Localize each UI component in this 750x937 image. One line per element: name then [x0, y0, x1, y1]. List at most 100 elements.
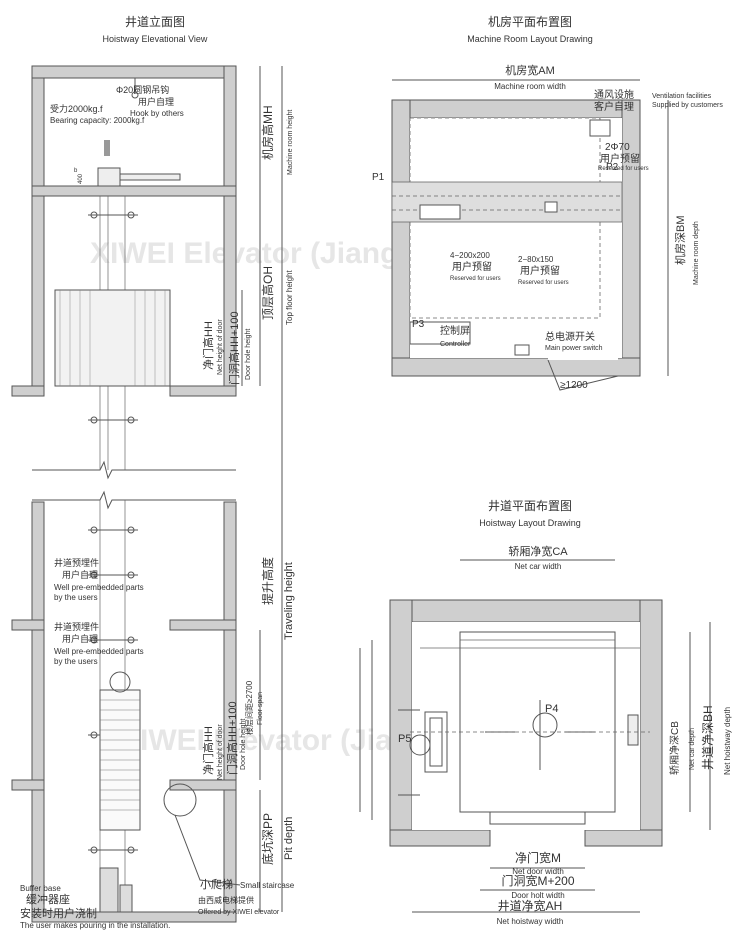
break-line-2: [32, 490, 236, 510]
mid-floor-slab-right: [169, 619, 237, 631]
mh-label-en: Machine room height: [287, 110, 294, 175]
cb-label-en: Net car depth: [689, 728, 696, 770]
hw-wall-right: [639, 599, 663, 847]
buffer: [99, 867, 119, 913]
buffer-label-en: Buffer base: [20, 884, 61, 893]
machine-floor-slab: [31, 185, 237, 197]
th-label-cn: 提升高度: [260, 557, 275, 605]
hw-wall-left: [389, 599, 413, 847]
mr-door-gap: [548, 356, 618, 360]
buffer-label-cn: 缓冲器座: [26, 892, 70, 906]
capacity-en: Bearing capacity: 2000kg.f: [50, 116, 145, 125]
mr-wall-left: [391, 99, 411, 377]
elevation-title-cn: 井道立面图: [125, 14, 185, 29]
switch-en: Main power switch: [545, 345, 603, 352]
lower-floor-slab-left: [11, 779, 45, 791]
machine-room-view: 机房平面布置图 Machine Room Layout Drawing 机房宽A…: [372, 14, 723, 391]
counterweight-sheave: [109, 671, 131, 693]
ah-label-en: Net hoistway width: [497, 917, 564, 926]
pit-floor: [31, 911, 237, 923]
top-floor-slab-left: [11, 385, 45, 397]
emb2-sub-cn: 用户自理: [62, 633, 98, 644]
h200-cn: 用户预留: [452, 260, 492, 273]
emb1-en1: Well pre-embedded parts: [54, 583, 144, 592]
traction-unit: [419, 204, 461, 220]
m-label-en: Net door width: [512, 867, 564, 876]
left-wall-lower: [31, 501, 45, 923]
floor-span-en: Floor span: [257, 692, 264, 725]
hw-wall-bottom-right: [584, 829, 663, 847]
door-sill: [489, 811, 586, 825]
top-floor-slab-right: [169, 385, 237, 397]
break-line-1: [32, 460, 236, 480]
rail-bracket-right: [627, 714, 639, 746]
hh-lower-cn: 净门高HH: [201, 726, 215, 775]
ah-label-cn: 井道净宽AH: [498, 898, 563, 913]
hh-upper-cn: 净门高HH: [201, 321, 215, 370]
hoistway-title-cn: 井道平面布置图: [488, 499, 572, 513]
p5-marker: [409, 734, 431, 756]
lower-floor-slab-right: [169, 779, 237, 791]
hw-wall-bottom-left: [389, 829, 491, 847]
hole70-cn: 用户预留: [600, 152, 640, 165]
mr-floor: [410, 118, 622, 358]
buffer-small: [119, 884, 133, 913]
dim-400: 400: [78, 173, 84, 184]
machine-base: [119, 173, 181, 181]
hole70-label: 2Φ70: [605, 142, 630, 153]
staircase-leader: [174, 814, 241, 886]
p1-label: P1: [372, 172, 385, 183]
switch-cn: 总电源开关: [545, 330, 595, 343]
install-en: The user makes pouring in the installati…: [20, 921, 170, 930]
mid-floor-slab-left: [11, 619, 45, 631]
vent-box: [589, 119, 611, 137]
th-label-en: Traveling height: [283, 562, 295, 640]
hook-sub-en: Hook by others: [130, 109, 184, 118]
counterweight-plan: [424, 711, 448, 773]
oh-label-cn: 顶层高OH: [260, 266, 275, 320]
p3-label: P3: [412, 319, 425, 330]
machine-title-en: Machine Room Layout Drawing: [467, 34, 593, 44]
m-label-cn: 净门宽M: [515, 850, 561, 865]
roof-slab: [31, 65, 237, 79]
vent-cn: 通风设施: [594, 88, 634, 101]
hook-label-cn: Φ20圆钢吊钩: [116, 84, 169, 95]
vent-sub-cn: 客户自理: [594, 100, 634, 113]
p4-label: P4: [545, 703, 558, 715]
offer-cn: 由西威电梯提供: [198, 895, 254, 905]
ctrl-cn: 控制屏: [440, 324, 470, 337]
left-wall-upper: [31, 65, 45, 397]
offer-en: Offered by XIWEI elevator: [198, 909, 280, 916]
ctrl-en: Controller: [440, 341, 471, 348]
stair-cn: 小爬梯: [200, 878, 233, 891]
power-switch: [514, 344, 530, 356]
emb2-cn: 井道预埋件: [54, 621, 99, 632]
bm-label-cn: 机房深BM: [673, 216, 687, 266]
h80-en: Reserved for users: [518, 280, 569, 286]
oh-label-en: Top floor height: [285, 270, 294, 325]
hw-space: [412, 622, 640, 830]
h200-label: 4−200x200: [450, 251, 490, 260]
staircase-callout: [163, 783, 197, 817]
p5-label: P5: [398, 733, 411, 745]
hook-ring: [131, 91, 139, 99]
floor-span-cn: 楼层间距≥2700: [244, 680, 254, 735]
hh100-lower-en: Door hole height: [240, 719, 247, 770]
am-label-en: Machine room width: [494, 82, 566, 91]
bracket-box: [544, 201, 558, 213]
cb-label-cn: 轿厢净深CB: [668, 721, 681, 775]
vent-en1: Ventilation facilities: [652, 93, 712, 100]
hh100-lower-cn: 门洞高HH+100: [225, 701, 239, 775]
car-cabin: [54, 289, 171, 387]
mr-wall-bottom: [391, 357, 641, 377]
elevation-view: 井道立面图 Hoistway Elevational View: [11, 14, 295, 930]
door-swing: [547, 359, 619, 391]
h80-cn: 用户预留: [520, 264, 560, 277]
ca-label-en: Net car width: [515, 562, 562, 571]
hh-upper-en: Net height of door: [217, 319, 224, 375]
h200-en: Reserved for users: [450, 276, 501, 282]
machine-title-cn: 机房平面布置图: [488, 14, 572, 29]
hoistway-plan-view: 井道平面布置图 Hoistway Layout Drawing 轿厢净宽CA N…: [359, 499, 732, 926]
install-cn: 安装时用户浇制: [20, 906, 97, 920]
